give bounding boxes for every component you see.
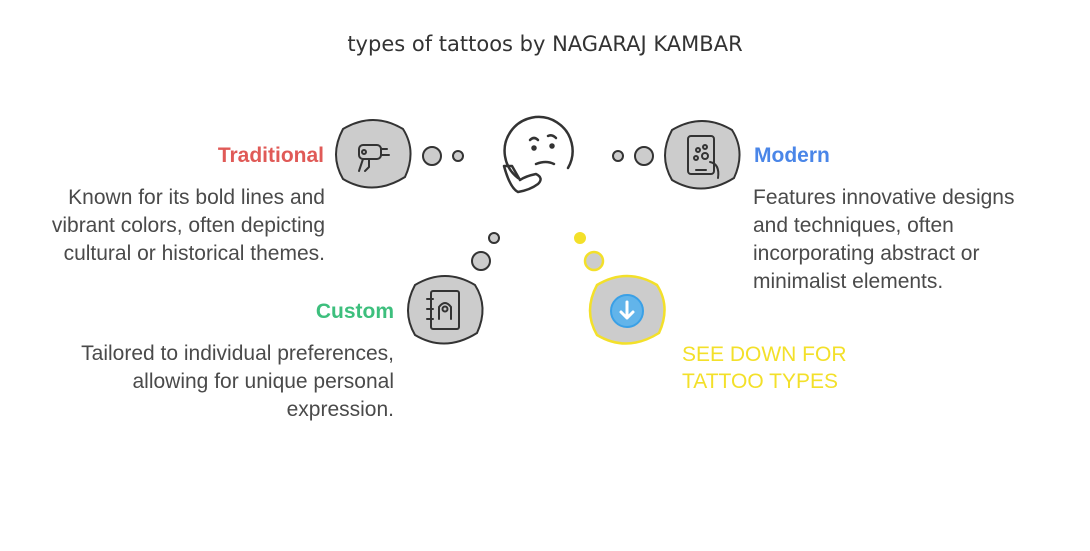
- traditional-cloud: [335, 119, 412, 189]
- see-down-label: SEE DOWN FOR TATTOO TYPES: [682, 343, 847, 393]
- see-down-cloud: [588, 274, 666, 345]
- arrow-down-circle-icon: [610, 294, 644, 328]
- custom-dot-large: [471, 251, 491, 271]
- custom-heading: Custom: [315, 300, 394, 323]
- traditional-heading: Traditional: [217, 144, 324, 167]
- modern-cloud: [664, 120, 741, 190]
- custom-cloud: [407, 275, 484, 345]
- tattoo-gun-icon: [358, 144, 390, 172]
- see-down-dot-small: [574, 232, 586, 244]
- modern-description: Features innovative designs and techniqu…: [753, 186, 1015, 293]
- modern-heading: Modern: [754, 144, 830, 167]
- traditional-description: Known for its bold lines and vibrant col…: [51, 186, 325, 265]
- modern-dot-large: [634, 146, 654, 166]
- custom-dot-small: [488, 232, 500, 244]
- see-down-dot-large: [583, 250, 605, 272]
- thinking-face-icon: [502, 115, 574, 194]
- tablet-design-icon: [687, 135, 720, 179]
- modern-dot-small: [612, 150, 624, 162]
- traditional-dot-large: [422, 146, 442, 166]
- custom-description: Tailored to individual preferences, allo…: [81, 342, 394, 421]
- traditional-dot-small: [452, 150, 464, 162]
- sketchbook-icon: [426, 290, 460, 330]
- diagram-title: types of tattoos by NAGARAJ KAMBAR: [347, 32, 743, 56]
